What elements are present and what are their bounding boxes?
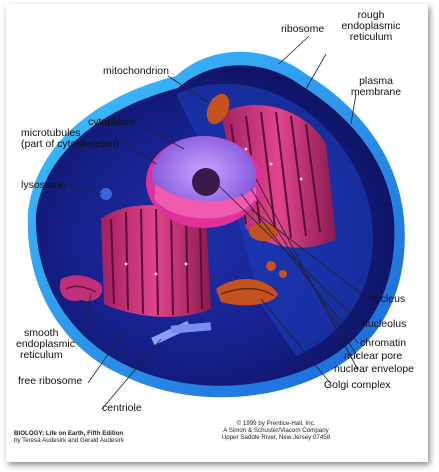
label-centriole: centriole — [102, 402, 142, 414]
label-ribosome: ribosome — [281, 23, 325, 35]
label-nuclear-envelope: nuclear envelope — [334, 363, 414, 375]
label-microtubules-1: microtubules — [21, 127, 81, 139]
figure-card: mitochondrion ribosome rough endoplasmic… — [6, 4, 428, 462]
label-chromatin: chromatin — [360, 337, 407, 349]
label-cytoplasm: cytoplasm — [88, 116, 136, 128]
label-lysosome: lysosome — [21, 179, 66, 191]
credit-copyright-2: A Simon & Schuster/Viacom Company — [223, 427, 329, 434]
centriole-shape — [151, 320, 212, 346]
smooth-er-shape — [59, 275, 103, 302]
credit-book-title: BIOLOGY: Life on Earth, Fifth Edition — [14, 430, 124, 437]
label-free-ribosome: free ribosome — [18, 375, 83, 387]
mitochondrion-shape — [206, 93, 230, 125]
ribosome-dots — [124, 147, 303, 276]
lysosome-shape — [100, 188, 112, 200]
label-nucleus: nucleus — [369, 293, 406, 305]
nucleolus-shape — [192, 168, 220, 196]
credit-copyright-1: © 1999 by Prentice-Hall, Inc. — [236, 420, 316, 427]
label-smooth-er-3: reticulum — [20, 349, 63, 361]
label-nuclear-pore: nuclear pore — [344, 350, 403, 362]
label-rough-er-3: reticulum — [349, 31, 393, 43]
nucleus-shape — [146, 136, 262, 228]
label-smooth-er-2: endoplasmic — [16, 338, 75, 350]
credit-copyright-3: Upper Saddle River, New Jersey 07458 — [221, 434, 331, 441]
label-microtubules-2: (part of cytoskeleton) — [21, 138, 120, 150]
golgi-shape — [216, 261, 287, 306]
leader-lines — [67, 35, 370, 410]
credit-book-authors: by Teresa Audesirk and Gerald Audesirk — [14, 437, 124, 444]
mitochondrion-shape-2 — [249, 223, 277, 241]
cell-illustration — [27, 35, 405, 410]
label-plasma-2: membrane — [350, 86, 402, 98]
label-mitochondrion: mitochondrion — [103, 65, 169, 77]
label-plasma-1: plasma — [359, 75, 393, 87]
label-nucleolus: nucleolus — [362, 318, 407, 330]
label-smooth-er-1: smooth — [24, 327, 59, 339]
label-golgi-complex: Golgi complex — [324, 379, 391, 391]
label-rough-er-2: endoplasmic — [341, 20, 401, 32]
rough-er-left — [101, 205, 211, 317]
label-rough-er-1: rough — [357, 9, 385, 21]
